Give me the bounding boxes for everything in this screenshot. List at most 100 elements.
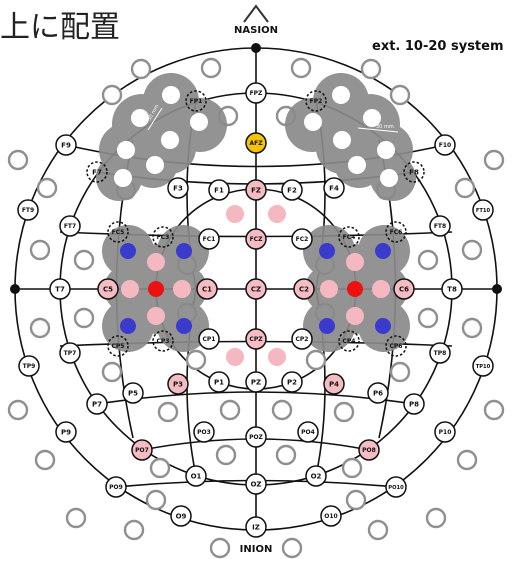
electrode-fc2: FC2 (291, 228, 313, 250)
unlabeled-position (101, 361, 123, 383)
detector-optode-left (147, 307, 165, 325)
unlabeled-position (275, 444, 297, 466)
electrode-label: P7 (92, 401, 102, 409)
detector-optode-right (320, 280, 338, 298)
electrode-label: F10 (439, 142, 451, 149)
electrode-label: PO7 (135, 447, 149, 454)
electrode-ring (245, 228, 267, 250)
electrode-label: CP6 (390, 343, 403, 350)
electrode-label: F3 (173, 185, 183, 193)
electrode-ring (167, 177, 189, 199)
electrode-ring (441, 278, 463, 300)
detector-optode-left (121, 280, 139, 298)
electrode-label: FP1 (190, 98, 203, 105)
unlabeled-position (389, 84, 411, 106)
electrode-ring (323, 177, 345, 199)
electrode-o2: O2 (305, 465, 327, 487)
electrode-f7: F7 (86, 161, 108, 183)
electrode-p1: P1 (208, 371, 230, 393)
electrode-ring (131, 439, 153, 461)
electrode-label: TP7 (64, 350, 77, 357)
unlabeled-position (417, 249, 439, 271)
electrode-p8: P8 (403, 393, 425, 415)
electrode-p4: P4 (323, 373, 345, 395)
electrode-ring (358, 439, 380, 461)
optode-hole (363, 109, 381, 127)
electrode-ft10: FT10 (472, 199, 494, 221)
electrode-fc5: FC5 (107, 221, 129, 243)
midline-detector (226, 205, 244, 223)
electrode-label: C2 (299, 286, 309, 294)
electrode-p9: P9 (55, 421, 77, 443)
electrode-label: TP10 (476, 364, 491, 370)
midline-detector (226, 348, 244, 366)
electrode-t8: T8 (441, 278, 463, 300)
electrode-cp5: CP5 (107, 335, 129, 357)
electrode-label: PO10 (388, 485, 404, 491)
electrode-c2: C2 (293, 278, 315, 300)
electrode-ring (170, 505, 192, 527)
electrode-ring (107, 335, 129, 357)
electrode-ring (105, 476, 127, 498)
electrode-ring (245, 473, 267, 495)
electrode-label: PO4 (301, 429, 315, 436)
electrode-label: F7 (92, 169, 102, 177)
electrode-label: CZ (251, 286, 261, 294)
optode-hole (304, 113, 322, 131)
unlabeled-position (425, 507, 447, 529)
electrode-label: FC2 (296, 236, 309, 243)
electrode-o1: O1 (185, 465, 207, 487)
electrode-ring (59, 342, 81, 364)
electrode-label: PO3 (197, 429, 211, 436)
unlabeled-position (461, 317, 483, 339)
electrode-tp8: TP8 (429, 342, 451, 364)
electrode-ring (245, 179, 267, 201)
unlabeled-position (290, 57, 312, 79)
electrode-label: P8 (409, 401, 419, 409)
optode-hole (380, 169, 398, 187)
electrode-label: FPZ (250, 90, 263, 97)
source-optode-left (176, 243, 192, 259)
unlabeled-position (29, 239, 51, 261)
system-label: ext. 10-20 system (372, 39, 504, 54)
electrode-tp7: TP7 (59, 342, 81, 364)
electrode-label: C5 (103, 286, 113, 294)
electrode-ring (107, 221, 129, 243)
detector-optode-right (372, 280, 390, 298)
electrode-label: P3 (173, 381, 183, 389)
unlabeled-position (209, 537, 231, 559)
electrode-label: AFZ (249, 140, 263, 147)
unlabeled-position (305, 349, 327, 371)
midline-detector (268, 205, 286, 223)
electrode-label: F9 (61, 142, 71, 150)
electrode-c5: C5 (97, 278, 119, 300)
electrode-ring (245, 278, 267, 300)
electrode-ring (185, 90, 207, 112)
optode-hole (161, 131, 179, 149)
electrode-ring (49, 278, 71, 300)
electrode-label: F2 (287, 187, 297, 195)
optode-hole (333, 131, 351, 149)
electrode-ring (393, 278, 415, 300)
electrode-f2: F2 (281, 179, 303, 201)
electrode-ft8: FT8 (429, 215, 451, 237)
electrode-label: T8 (447, 286, 457, 294)
unlabeled-position (333, 401, 355, 423)
electrode-ring (97, 278, 119, 300)
electrode-ring (281, 371, 303, 393)
distance-line-right (357, 127, 399, 133)
distance-label-right: 30 mm (376, 124, 394, 130)
electrode-label: FT7 (64, 223, 76, 230)
electrode-ft9: FT9 (17, 199, 39, 221)
unlabeled-position (200, 57, 222, 79)
electrode-ring (323, 373, 345, 395)
electrode-ring (86, 161, 108, 183)
electrode-label: O1 (191, 473, 202, 481)
electrode-label: C6 (399, 286, 409, 294)
electrode-label: FP2 (310, 98, 323, 105)
electrode-c6: C6 (393, 278, 415, 300)
unlabeled-position (483, 399, 505, 421)
electrode-ring (59, 215, 81, 237)
electrode-ring (403, 161, 425, 183)
